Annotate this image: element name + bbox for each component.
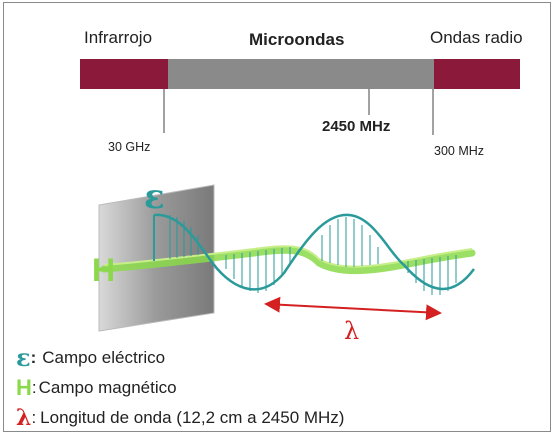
legend-item-wavelength: λ : Longitud de onda (12,2 cm a 2450 MHz…	[16, 405, 344, 431]
legend-wavelength-text: Longitud de onda (12,2 cm a 2450 MHz)	[40, 408, 345, 427]
legend-wavelength-colon: :	[31, 408, 37, 427]
diagram-frame: Infrarrojo Microondas Ondas radio 30 GHz…	[3, 2, 551, 432]
legend-item-electric: ε : Campo eléctrico	[16, 343, 165, 372]
legend-magnetic-text: Campo magnético	[38, 378, 177, 397]
diagram-canvas: Infrarrojo Microondas Ondas radio 30 GHz…	[80, 28, 523, 345]
electric-field-wave	[153, 213, 476, 291]
freq-label-2450mhz: 2450 MHz	[322, 118, 390, 135]
legend-wavelength-icon: λ	[16, 405, 32, 431]
spectrum-band-radio	[434, 59, 520, 89]
legend-electric-colon: :	[30, 347, 37, 367]
freq-label-300mhz: 300 MHz	[434, 144, 484, 158]
band-label-radio: Ondas radio	[430, 28, 523, 47]
band-label-infrared: Infrarrojo	[84, 28, 152, 47]
legend-electric-icon: ε	[16, 343, 31, 372]
magnetic-field-wave	[100, 245, 476, 275]
legend-item-magnetic: H : Campo magnético	[16, 375, 177, 401]
legend-magnetic-icon: H	[16, 375, 32, 400]
magnetic-field-symbol: H	[92, 252, 115, 288]
freq-label-30ghz: 30 GHz	[108, 140, 150, 154]
spectrum-band-microwave	[168, 59, 434, 89]
electric-field-symbol: ε	[144, 177, 165, 217]
band-label-microwave: Microondas	[249, 30, 344, 49]
spectrum-band-infrared	[80, 59, 168, 89]
wavefront-plate	[98, 184, 215, 332]
wavelength-arrow	[264, 296, 442, 321]
legend-electric-text: Campo eléctrico	[42, 347, 166, 367]
legend-magnetic-colon: :	[31, 378, 37, 397]
wavelength-symbol: λ	[344, 317, 359, 345]
